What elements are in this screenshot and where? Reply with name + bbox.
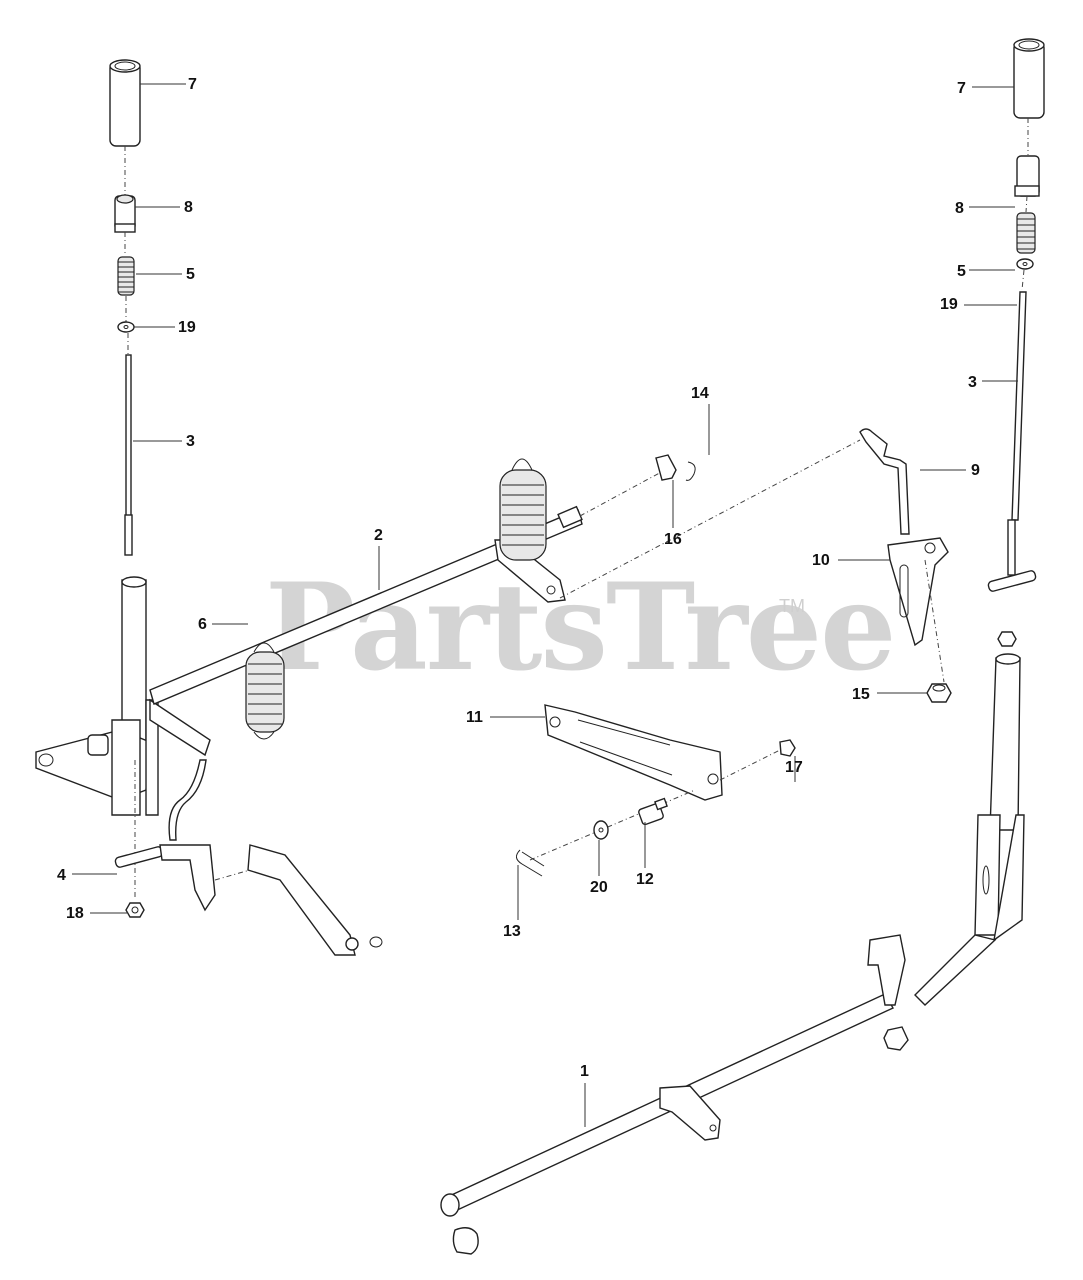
callout-c2: 2 xyxy=(374,527,383,544)
left-spring-5 xyxy=(117,256,135,296)
left-control-column xyxy=(35,576,211,816)
right-handle-insert-8 xyxy=(1014,155,1040,197)
callout-c3-right: 3 xyxy=(968,374,977,391)
washer-20 xyxy=(593,820,609,840)
callout-c9: 9 xyxy=(971,462,980,479)
left-pedal-arm xyxy=(247,844,383,956)
left-handle-grip-7 xyxy=(109,59,141,147)
trademark-mark: TM xyxy=(779,596,805,616)
right-handle-grip-7 xyxy=(1013,38,1045,119)
bushing-16 xyxy=(655,454,677,481)
link-bar-11 xyxy=(544,704,723,801)
left-nut-18 xyxy=(125,902,145,918)
callout-c13: 13 xyxy=(503,923,521,940)
bracket-10 xyxy=(887,537,949,647)
callout-c20: 20 xyxy=(590,879,608,896)
nut-15 xyxy=(926,683,952,703)
callout-c11: 11 xyxy=(466,709,483,726)
callout-c10: 10 xyxy=(812,552,830,569)
left-washer-19 xyxy=(117,321,135,333)
right-washer-19 xyxy=(1016,258,1034,270)
callout-c5-left: 5 xyxy=(186,266,195,283)
left-rod-3 xyxy=(124,354,133,556)
callout-c8-right: 8 xyxy=(955,200,964,217)
left-handle-insert-8 xyxy=(114,194,136,233)
callout-c14: 14 xyxy=(691,385,709,402)
lower-bushing-right xyxy=(883,1026,909,1051)
callout-c7-left: 7 xyxy=(188,76,197,93)
hair-pin-clip-13 xyxy=(516,849,545,877)
lower-bushing-left xyxy=(452,1227,479,1255)
leader-lines xyxy=(72,83,1018,1127)
right-spring-5 xyxy=(1016,212,1036,254)
callout-c4: 4 xyxy=(57,867,66,884)
callout-c3-left: 3 xyxy=(186,433,195,450)
callout-c17: 17 xyxy=(785,759,803,776)
pin-12 xyxy=(638,797,668,826)
callout-c1: 1 xyxy=(580,1063,589,1080)
right-control-column xyxy=(914,653,1025,1006)
callout-c16: 16 xyxy=(664,531,682,548)
right-nut xyxy=(997,631,1017,647)
e-clip-14 xyxy=(685,461,696,481)
callout-c8-left: 8 xyxy=(184,199,193,216)
callout-c6: 6 xyxy=(198,616,207,633)
right-pivot-pin xyxy=(987,570,1037,592)
right-rod-3 xyxy=(1007,291,1027,576)
callout-c18: 18 xyxy=(66,905,84,922)
callout-c7-right: 7 xyxy=(957,80,966,97)
callout-c12: 12 xyxy=(636,871,654,888)
left-pivot-pin-4 xyxy=(114,846,164,868)
callout-c19-right: 19 xyxy=(940,296,958,313)
nut-17 xyxy=(779,739,796,757)
center-spring-6 xyxy=(499,458,547,561)
callout-c5-right: 5 xyxy=(957,263,966,280)
callout-c19-left: 19 xyxy=(178,319,196,336)
callout-c15: 15 xyxy=(852,686,870,703)
left-linkage-rod xyxy=(159,759,216,912)
left-spring-6 xyxy=(245,642,285,740)
linkage-rod-9 xyxy=(859,428,910,535)
lower-shaft-1 xyxy=(440,934,906,1217)
watermark-parts-tree: PartsTree xyxy=(265,557,896,698)
